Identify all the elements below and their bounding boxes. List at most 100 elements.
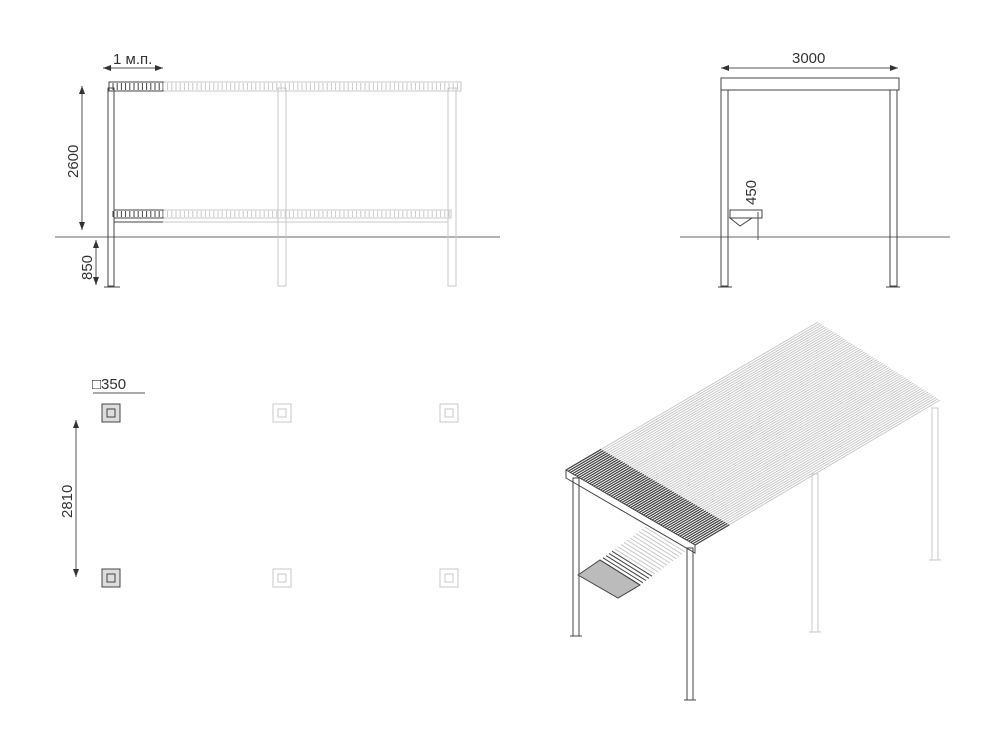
side-view: 3000 450 (680, 50, 950, 288)
iso-roof-slat-active (662, 505, 698, 527)
iso-roof-slat-active (593, 465, 630, 487)
iso-roof-slat (671, 385, 918, 532)
post-section (106, 573, 116, 583)
iso-roof-slat (574, 326, 827, 476)
isometric-view (565, 321, 941, 701)
post-section (444, 408, 454, 418)
iso-post (931, 407, 939, 561)
iso-roof-slat-active (660, 504, 696, 526)
iso-roof-slat (688, 395, 935, 542)
iso-roof-slat (694, 399, 941, 546)
iso-bench-slat (638, 530, 680, 557)
iso-roof-slat (666, 382, 914, 530)
iso-roof-slat-active (623, 482, 660, 505)
iso-roof-slat-active (675, 512, 711, 535)
iso-roof-slat-active (565, 448, 602, 471)
iso-roof-slat-active (608, 473, 645, 496)
iso-roof-slat (585, 333, 837, 482)
iso-roof-slat (604, 344, 855, 493)
span-label: 2810 (59, 485, 76, 518)
iso-roof-slat-active (574, 453, 611, 476)
iso-roof-slat (662, 380, 910, 527)
iso-roof-slat-active (636, 490, 673, 512)
iso-roof-slat (625, 357, 876, 506)
iso-roof-slat (640, 367, 890, 515)
iso-roof-slat (638, 365, 888, 513)
iso-roof-slat (692, 398, 939, 545)
iso-roof-slat-active (591, 463, 628, 486)
iso-roof-slat (653, 374, 902, 522)
iso-roof-slat (634, 363, 884, 511)
iso-roof-slat-active (681, 516, 717, 539)
iso-roof-slat-active (671, 510, 707, 532)
iso-roof-slat (593, 338, 845, 487)
iso-roof-slat-active (578, 456, 615, 479)
iso-roof-slat-active (673, 511, 709, 534)
iso-roof-slat-active (580, 457, 617, 480)
iso-roof-slat (608, 347, 859, 496)
iso-roof-slat-active (686, 519, 722, 541)
post-section (106, 408, 116, 418)
iso-bench-slat (599, 559, 641, 586)
iso-roof-slat-active (632, 487, 668, 510)
front-view: 1 м.п. 2600 850 (55, 51, 500, 288)
iso-roof-slat (565, 321, 819, 471)
iso-roof-slat-active (664, 506, 700, 529)
iso-roof-slat-active (649, 497, 685, 520)
iso-roof-slat-active (653, 500, 690, 522)
iso-roof-slat (630, 360, 880, 508)
active-module (104, 81, 164, 288)
iso-roof-slat-active (610, 475, 647, 497)
iso-roof-slat (651, 373, 900, 521)
iso-roof-slat-active (572, 452, 609, 475)
iso-roof-slat-active (589, 462, 626, 485)
iso-post (572, 477, 580, 637)
iso-roof-slat-active (621, 481, 658, 504)
iso-roof-slat (683, 393, 931, 540)
iso-bench-slat (614, 548, 656, 575)
iso-roof-slat-active (679, 515, 715, 537)
iso-roof-slat (660, 378, 908, 526)
iso-roof-slat-active (692, 522, 728, 545)
iso-roof-slat-active (582, 458, 619, 481)
footing-label: □350 (92, 376, 126, 393)
footing (101, 403, 121, 423)
iso-roof-slat (658, 377, 906, 525)
ghost-structure (162, 81, 462, 287)
iso-roof-slat (677, 389, 924, 536)
footing (439, 568, 459, 588)
iso-bench-slat (632, 535, 674, 562)
iso-roof-slat (632, 361, 882, 510)
iso-roof-slat (647, 370, 896, 518)
iso-roof-slat (679, 390, 927, 537)
iso-roof-slat-active (634, 488, 670, 511)
iso-bench-slat (644, 526, 686, 553)
iso-roof-slat-active (567, 449, 604, 472)
iso-roof-slat (602, 343, 853, 492)
iso-bench-slat (608, 552, 650, 579)
iso-roof-slat-active (604, 471, 641, 494)
iso-roof-slat (668, 383, 916, 531)
iso-roof-slat-active (638, 491, 675, 514)
iso-roof-slat (675, 387, 922, 535)
iso-roof-slat (645, 369, 894, 517)
iso-roof-slat-active (630, 486, 666, 509)
iso-bench-slat (623, 541, 665, 568)
iso-roof-slat-active (606, 472, 643, 495)
iso-roof-slat (628, 359, 878, 507)
iso-roof-slat-active (690, 521, 726, 544)
iso-roof-slat-active (576, 455, 613, 477)
iso-roof-slat (580, 330, 833, 480)
isometric-structure (565, 321, 941, 701)
iso-roof-slat (621, 355, 872, 503)
iso-bench-slat (629, 537, 671, 564)
iso-roof-slat-active (655, 501, 692, 524)
iso-roof-slat-active (668, 509, 705, 531)
post-section (277, 408, 287, 418)
iso-roof-slat (572, 325, 825, 475)
iso-roof-slat-active (694, 524, 730, 546)
iso-roof-slat (617, 352, 868, 501)
iso-roof-slat-active (612, 476, 649, 499)
side-structure (718, 77, 900, 288)
